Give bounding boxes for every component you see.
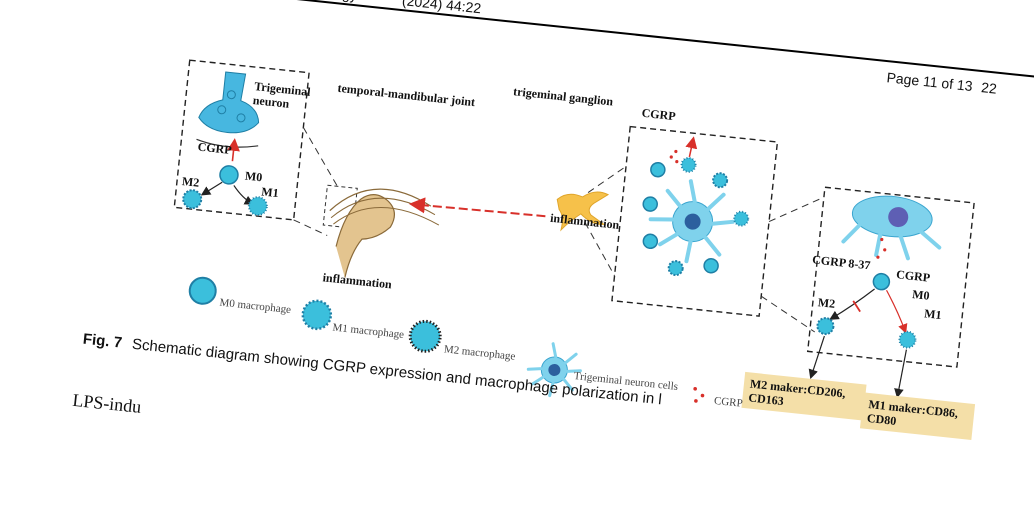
macrophage-icon	[712, 172, 729, 189]
page-image: urobiology (2024) 44:22 Page 11 of 13 22	[72, 0, 1034, 440]
connector-line	[302, 127, 338, 187]
cgrp-dot	[669, 155, 673, 159]
cgrp-arrow-ganglion	[685, 136, 698, 158]
figure-diagram	[173, 59, 975, 403]
macrophage-icon	[650, 161, 666, 178]
m2-label-right: M2	[817, 295, 836, 311]
m1-cell-icon	[898, 330, 917, 349]
m0-label-left: M0	[244, 168, 263, 185]
cgrp-dot	[876, 255, 880, 259]
ganglion-to-tmj-arrow	[408, 197, 546, 218]
macrophage-icon	[642, 196, 658, 212]
inhibit-bar	[852, 300, 861, 313]
vesicle-icon	[236, 113, 246, 123]
arrow-to-m1-right	[885, 289, 908, 334]
legend-m1-icon	[301, 299, 333, 331]
arrow-to-m1-left	[233, 185, 255, 205]
trigeminal-ganglion-icon	[556, 191, 610, 232]
m1-to-maker-arrow	[894, 349, 908, 399]
legend-m2-icon	[408, 319, 442, 353]
cgrp-dot	[883, 248, 887, 252]
m0-cell-icon	[872, 272, 891, 291]
macrophage-icon	[667, 260, 684, 277]
ganglion-dashed-box	[611, 125, 779, 317]
m0-cell-icon	[219, 165, 239, 185]
arrow-to-m2-left	[200, 181, 223, 196]
right-dashed-box	[806, 186, 975, 368]
neuron-cell-large	[841, 195, 942, 261]
trigeminal-neuron-icon	[198, 71, 260, 134]
legend-m0-icon	[188, 276, 217, 305]
m0-label-right: M0	[911, 287, 931, 303]
cgrp-dot	[880, 237, 884, 242]
cgrp-dot	[675, 160, 679, 164]
left-dashed-box	[173, 59, 310, 221]
m2-cell-icon	[816, 317, 835, 336]
connector-line	[760, 295, 816, 333]
macrophage-icon	[733, 210, 750, 227]
vesicle-icon	[217, 105, 227, 115]
body-text-start: LPS-indu	[71, 389, 143, 417]
legend-cgrp-dot	[694, 399, 698, 403]
legend-cgrp-dot	[693, 386, 697, 391]
m2-label-left: M2	[181, 174, 201, 190]
connector-line	[293, 219, 328, 236]
m2-to-maker-arrow	[808, 335, 825, 380]
page-indicator: Page 11 of 13	[885, 69, 974, 95]
tmj-capsule	[333, 207, 440, 226]
vesicle-icon	[226, 90, 236, 100]
m1-label-right: M1	[923, 306, 943, 323]
neuron-cell-cluster	[648, 179, 735, 264]
cgrp-dot	[674, 149, 678, 154]
macrophage-icon	[680, 156, 697, 173]
page-number: 22	[980, 79, 998, 97]
m1-label-left: M1	[260, 184, 280, 201]
synapse-membrane	[196, 138, 259, 148]
legend-neuron-icon	[526, 342, 582, 398]
inhibit-to-m2	[829, 288, 875, 320]
legend-cgrp-dot	[700, 393, 705, 398]
connector-line	[587, 165, 627, 193]
tmj-joint-icon	[335, 194, 395, 278]
macrophage-icon	[642, 233, 659, 250]
m2-cell-icon	[182, 189, 203, 210]
connector-line	[584, 222, 615, 276]
macrophage-icon	[703, 258, 719, 274]
connector-line	[768, 196, 825, 223]
m1-cell-icon	[247, 196, 268, 217]
cgrp-arrow-left	[227, 138, 240, 162]
